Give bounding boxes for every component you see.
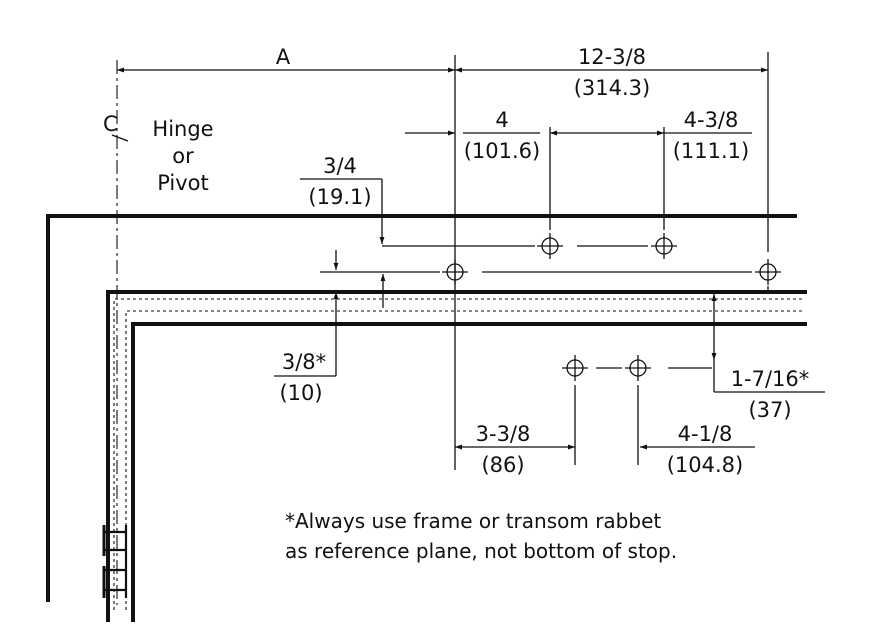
dim-1-7-16-label: 1-7/16* (731, 367, 810, 391)
dim-4-3-8-mm-label: (111.1) (673, 139, 750, 163)
mounting-hole-638 (625, 355, 651, 381)
dim-4-1-8-label: 4-1/8 (678, 422, 733, 446)
mounting-hole-575 (562, 355, 588, 381)
dim-4-1-8-mm-label: (104.8) (667, 453, 744, 477)
dimension-1-7-16: 1-7/16* (37) (711, 294, 825, 422)
dimension-a: A (117, 45, 455, 73)
dimension-4-3-8: 4-3/8 (111.1) (550, 108, 752, 163)
hinge-label: Hinge (152, 117, 213, 141)
mounting-hole-768 (755, 259, 781, 285)
dim-3-8-label: 3/8* (282, 350, 326, 374)
dim-4-mm-label: (101.6) (464, 139, 541, 163)
centerline-symbol: C (103, 112, 118, 136)
dimension-3-3-8: 3-3/8 (86) (455, 422, 575, 477)
hinge-icon (102, 525, 128, 598)
overall-label: 12-3/8 (578, 45, 646, 69)
dim-3-4-label: 3/4 (323, 154, 357, 178)
dim-4-label: 4 (495, 108, 508, 132)
mounting-hole-664 (651, 233, 677, 259)
dim-3-3-8-label: 3-3/8 (476, 422, 531, 446)
or-label: or (172, 144, 194, 168)
footnote-line-2: as reference plane, not bottom of stop. (285, 539, 677, 563)
dimension-overall: 12-3/8 (314.3) (455, 45, 768, 100)
mounting-hole-455 (442, 259, 468, 285)
dimension-3-8: 3/8* (10) (274, 250, 386, 405)
footnote-line-1: *Always use frame or transom rabbet (285, 509, 661, 533)
dim-1-7-16-mm-label: (37) (748, 398, 791, 422)
hole-reference-lines (320, 245, 752, 369)
dimension-3-4: 3/4 (19.1) (300, 154, 385, 244)
dim-3-3-8-mm-label: (86) (481, 453, 524, 477)
hinge-centerline: C (103, 60, 129, 605)
dim-4-3-8-label: 4-3/8 (684, 108, 739, 132)
frame-outline (46, 214, 807, 622)
pivot-label: Pivot (157, 171, 209, 195)
dimension-4-1-8: 4-1/8 (104.8) (640, 422, 755, 477)
dim-3-4-mm-label: (19.1) (308, 185, 371, 209)
dimension-a-label: A (276, 45, 291, 69)
overall-mm-label: (314.3) (574, 76, 651, 100)
mounting-hole-550 (537, 233, 563, 259)
dimension-4: 4 (101.6) (405, 108, 540, 163)
dim-3-8-mm-label: (10) (279, 381, 322, 405)
